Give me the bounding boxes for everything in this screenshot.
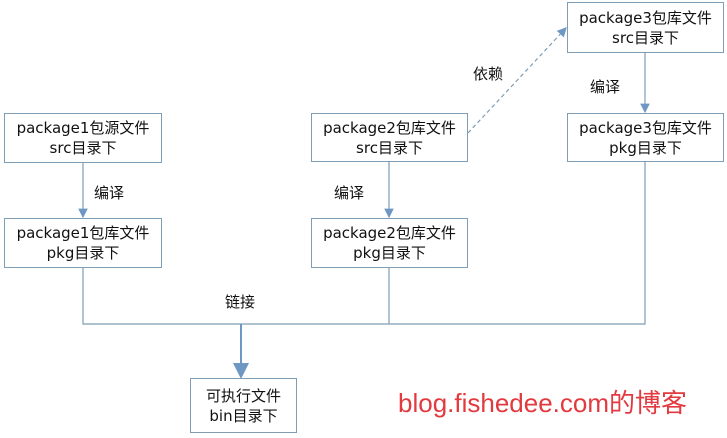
link-lines (82, 162, 646, 325)
node-line: package3包库文件 (579, 8, 712, 27)
node-p3-src: package3包库文件 src目录下 (567, 2, 724, 53)
node-p1-pkg: package1包库文件 pkg目录下 (4, 218, 162, 268)
node-line: 可执行文件 (205, 386, 281, 405)
watermark: blog.fishedee.com的博客 (398, 388, 688, 418)
node-p1-src: package1包源文件 src目录下 (4, 113, 162, 163)
node-line: src目录下 (49, 139, 117, 157)
node-bin: 可执行文件 bin目录下 (190, 378, 297, 433)
node-line: package2包库文件 (323, 118, 456, 137)
node-line: bin目录下 (209, 406, 278, 425)
edge-label-depend: 依赖 (473, 65, 504, 83)
node-p2-src: package2包库文件 src目录下 (311, 113, 468, 162)
edge-label-link: 链接 (225, 293, 256, 311)
node-line: package1包源文件 (16, 119, 150, 137)
node-line: pkg目录下 (609, 138, 682, 157)
node-p2-pkg: package2包库文件 pkg目录下 (311, 218, 468, 268)
node-line: pkg目录下 (353, 244, 426, 262)
depend-arrow (467, 27, 567, 134)
node-line: src目录下 (612, 28, 679, 47)
node-line: src目录下 (356, 138, 423, 157)
node-line: package2包库文件 (323, 224, 456, 242)
node-line: pkg目录下 (46, 244, 120, 262)
node-p3-pkg: package3包库文件 pkg目录下 (567, 113, 724, 162)
edge-label-compile2: 编译 (334, 184, 365, 202)
node-line: package1包库文件 (16, 224, 150, 242)
edge-label-compile3: 编译 (590, 78, 621, 96)
node-line: package3包库文件 (579, 118, 712, 137)
edge-label-compile1: 编译 (94, 184, 125, 202)
